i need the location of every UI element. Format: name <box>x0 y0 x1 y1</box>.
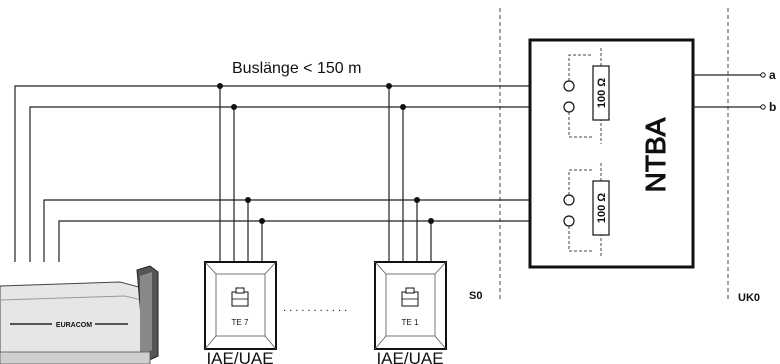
bus-wire-3 <box>43 199 565 262</box>
termination-resistor-top: 100 Ω <box>568 48 610 144</box>
ntba-terminal-4 <box>563 215 575 227</box>
terminal-b-label: b <box>769 100 776 114</box>
terminal-a-circle <box>760 72 766 78</box>
outlet-left-caption: IAE/UAE <box>206 349 273 364</box>
bus-wire-1 <box>14 85 565 262</box>
outlet-right-caption: IAE/UAE <box>376 349 443 364</box>
outlet-left: TE 7 <box>204 261 277 350</box>
socket-icon <box>231 287 249 307</box>
ntba-box <box>528 38 695 269</box>
outlet-left-junctions <box>217 83 265 224</box>
terminal-b-circle <box>760 104 766 110</box>
telephone-system-device: EURACOM <box>0 265 159 364</box>
outlet-left-drops <box>219 86 263 262</box>
outlet-right: TE 1 <box>374 261 447 350</box>
outlet-left-te-label: TE 7 <box>232 318 249 327</box>
socket-icon <box>401 287 419 307</box>
outlet-right-te-label: TE 1 <box>402 318 419 327</box>
outlet-right-drops <box>388 86 432 262</box>
outlet-right-junctions <box>386 83 434 224</box>
device-brand-label: EURACOM <box>56 322 92 329</box>
ellipsis-dots: . . . . . . . . . . . <box>283 302 347 314</box>
bus-wire-4 <box>58 220 565 262</box>
uk0-output-lines <box>693 74 761 108</box>
ntba-terminal-1 <box>563 80 575 92</box>
zone-uk0-label: UK0 <box>738 292 760 304</box>
termination-resistor-bottom: 100 Ω <box>568 163 610 258</box>
svg-text:100 Ω: 100 Ω <box>596 78 608 108</box>
ntba-terminal-3 <box>563 194 575 206</box>
bus-wires <box>14 85 565 262</box>
zone-s0-label: S0 <box>469 290 482 302</box>
bus-wire-2 <box>29 106 565 262</box>
ntba-terminal-2 <box>563 101 575 113</box>
svg-text:100 Ω: 100 Ω <box>596 193 608 223</box>
terminal-a-label: a <box>769 68 776 82</box>
ntba-label: NTBA <box>640 117 671 192</box>
bus-length-label: Buslänge < 150 m <box>232 60 361 77</box>
